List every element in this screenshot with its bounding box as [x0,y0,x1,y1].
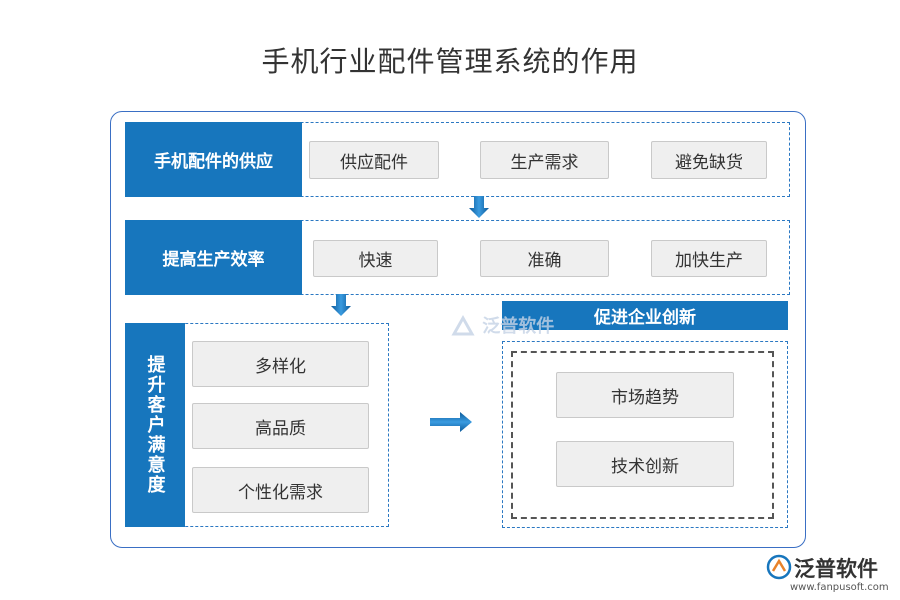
innovation-item-tech-innovation: 技术创新 [556,441,734,487]
row3-item-diversity: 多样化 [192,341,369,387]
row3-label-text: 提升客户满意度 [144,355,166,495]
row1-item-supply-parts: 供应配件 [309,141,439,179]
page-title: 手机行业配件管理系统的作用 [261,45,639,78]
fanpusoft-logo-icon [766,554,792,580]
watermark-text: 泛普软件 [482,316,555,337]
row3-item-high-quality: 高品质 [192,403,369,449]
arrow-down-icon [331,294,351,316]
logo-name: 泛普软件 [794,557,878,581]
row2-item-speed-up-production: 加快生产 [651,240,767,277]
innovation-label: 促进企业创新 [502,301,788,330]
arrow-down-icon [469,196,489,218]
row2-item-accurate: 准确 [480,240,609,277]
row2-item-fast: 快速 [313,240,438,277]
innovation-dashed-container [502,341,788,528]
diagram-frame [110,111,806,548]
watermark: 泛普软件 [450,312,554,340]
arrow-right-icon [430,412,472,432]
row1-item-production-demand: 生产需求 [480,141,609,179]
innovation-inner-container [511,351,774,519]
row2-label: 提高生产效率 [125,220,302,295]
innovation-item-market-trend: 市场趋势 [556,372,734,418]
row3-label: 提升客户满意度 [125,323,185,527]
row3-item-personalized-needs: 个性化需求 [192,467,369,513]
logo-url: www.fanpusoft.com [790,582,889,593]
row1-item-avoid-shortage: 避免缺货 [651,141,767,179]
watermark-logo-icon [451,314,475,336]
row1-label: 手机配件的供应 [125,122,302,197]
